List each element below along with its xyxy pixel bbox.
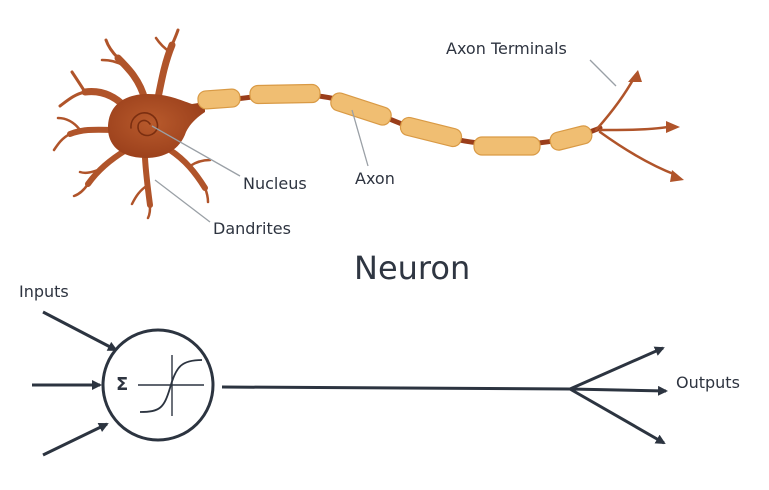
diagram-title: Neuron (354, 249, 471, 287)
myelin-segment (330, 92, 392, 126)
terminal-button (628, 70, 642, 82)
terminal-button (666, 121, 680, 133)
sum-symbol: Σ (116, 374, 129, 395)
myelin-segment (473, 136, 541, 156)
axon-terminals (594, 76, 678, 177)
terminal-button (670, 170, 684, 182)
output-arrow (569, 385, 668, 396)
output-arrow (569, 387, 666, 445)
leader-nucleus (151, 125, 241, 177)
leader-lines (151, 59, 617, 223)
outputs-label: Outputs (676, 373, 740, 392)
output-line (221, 385, 571, 391)
input-arrow (42, 310, 118, 352)
axon-label: Axon (355, 169, 395, 188)
artificial-neuron (32, 310, 668, 457)
activation-function-icon (138, 355, 204, 416)
myelin-segment (399, 116, 463, 148)
nucleus-label: Nucleus (243, 174, 307, 193)
nucleus (130, 112, 159, 137)
myelin-segment (197, 88, 241, 110)
output-arrow (569, 346, 665, 391)
myelin-segment (549, 125, 593, 151)
dendrites (52, 28, 212, 220)
myelin-segment (249, 83, 321, 105)
myelin-sheath (197, 83, 593, 156)
dendrites-label: Dandrites (213, 219, 291, 238)
leader-axon (351, 109, 369, 167)
biological-neuron (52, 28, 684, 223)
leader-axon-terminals (589, 59, 617, 87)
inputs-label: Inputs (19, 282, 69, 301)
terminal-buttons (628, 70, 684, 182)
axon-terminals-label: Axon Terminals (446, 39, 567, 58)
leader-dendrites (154, 179, 211, 223)
input-arrow (42, 422, 109, 457)
